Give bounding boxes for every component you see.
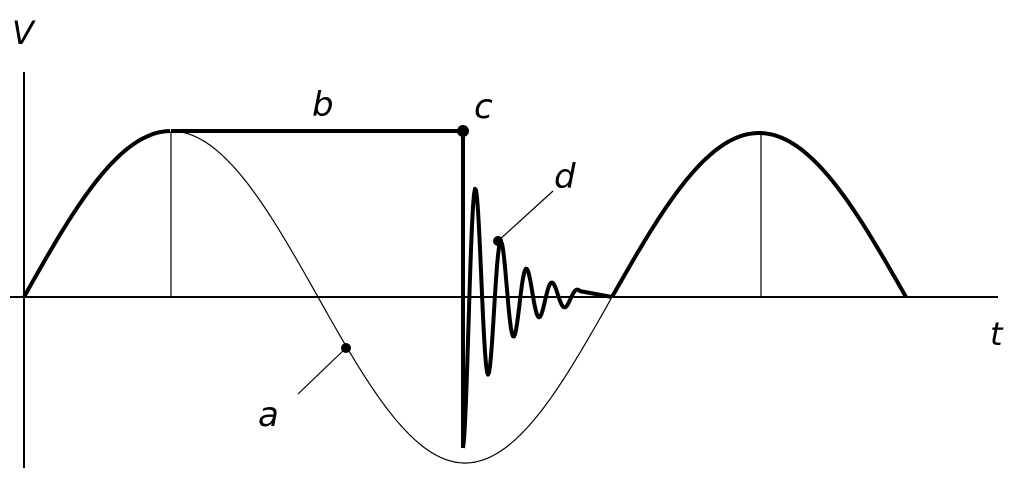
label-c: c [474, 87, 493, 127]
leader-line-d [497, 190, 554, 242]
initial-rise-curve [22, 129, 171, 298]
label-d: d [554, 157, 576, 197]
ringing-oscillation-d [461, 186, 613, 449]
x-axis-label: t [990, 315, 1004, 353]
y-axis-label: V [12, 14, 36, 52]
reference-sine-curve [171, 130, 612, 464]
leader-line-a [297, 347, 347, 395]
label-a: a [258, 395, 279, 435]
second-half-sine [610, 131, 908, 298]
point-c [457, 125, 469, 137]
label-b: b [312, 85, 334, 125]
